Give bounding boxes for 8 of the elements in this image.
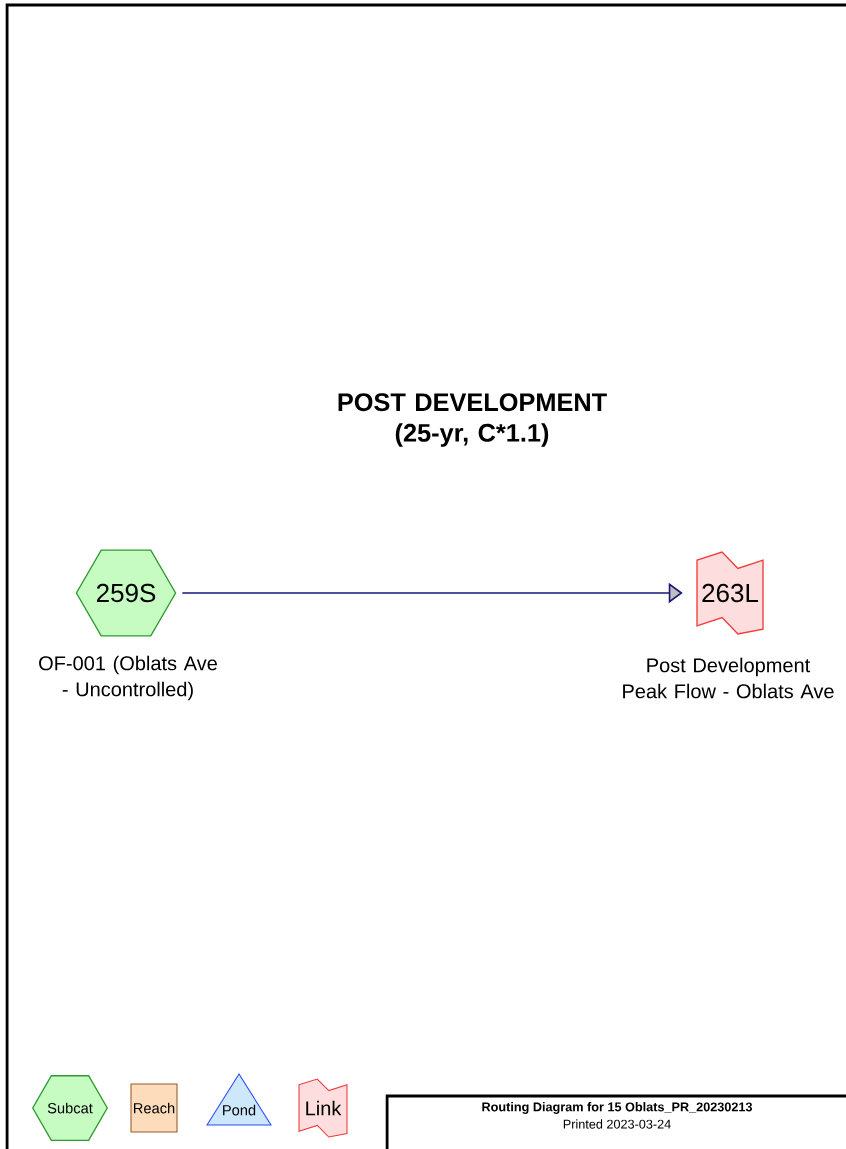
subcatchment-hexagon: 259S xyxy=(75,549,177,637)
legend-box: Reach xyxy=(130,1083,178,1133)
legend-triangle: Pond xyxy=(206,1073,272,1126)
title-block-text: Printed 2023-03-24 xyxy=(563,1119,671,1129)
title-block-text: Routing Diagram for 15 Oblats_PR_20230213 xyxy=(482,1102,753,1114)
title: POST DEVELOPMENT (25-yr, C*1.1) xyxy=(338,393,607,447)
node-caption: Post Development Peak Flow - Oblats Ave xyxy=(623,657,834,699)
node-caption: OF-001 (Oblats Ave - Uncontrolled) xyxy=(39,655,217,701)
